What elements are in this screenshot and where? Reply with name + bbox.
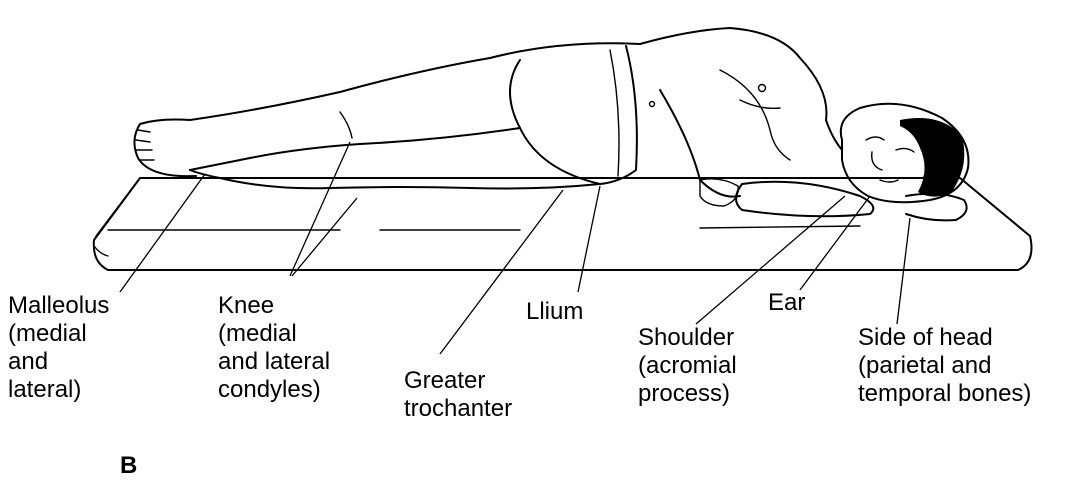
label-side-of-head: Side of head (parietal and temporal bone… [858,324,1031,408]
leader-ilium [578,186,600,292]
patient-body [134,28,968,220]
panel-letter: B [120,452,137,480]
mattress [94,178,1032,270]
leader-malleolus [120,174,205,292]
leader-knee-medial [290,142,350,276]
label-knee: Knee (medial and lateral condyles) [218,292,330,404]
leader-ear [800,196,870,290]
label-greater-trochanter: Greater trochanter [404,367,512,423]
label-shoulder: Shoulder (acromial process) [638,324,737,408]
leader-knee-lateral [292,198,357,276]
label-ilium: Llium [526,298,583,326]
label-ear: Ear [768,289,805,317]
leader-greater-trochanter [440,190,563,354]
label-malleolus: Malleolus (medial and lateral) [8,292,109,404]
